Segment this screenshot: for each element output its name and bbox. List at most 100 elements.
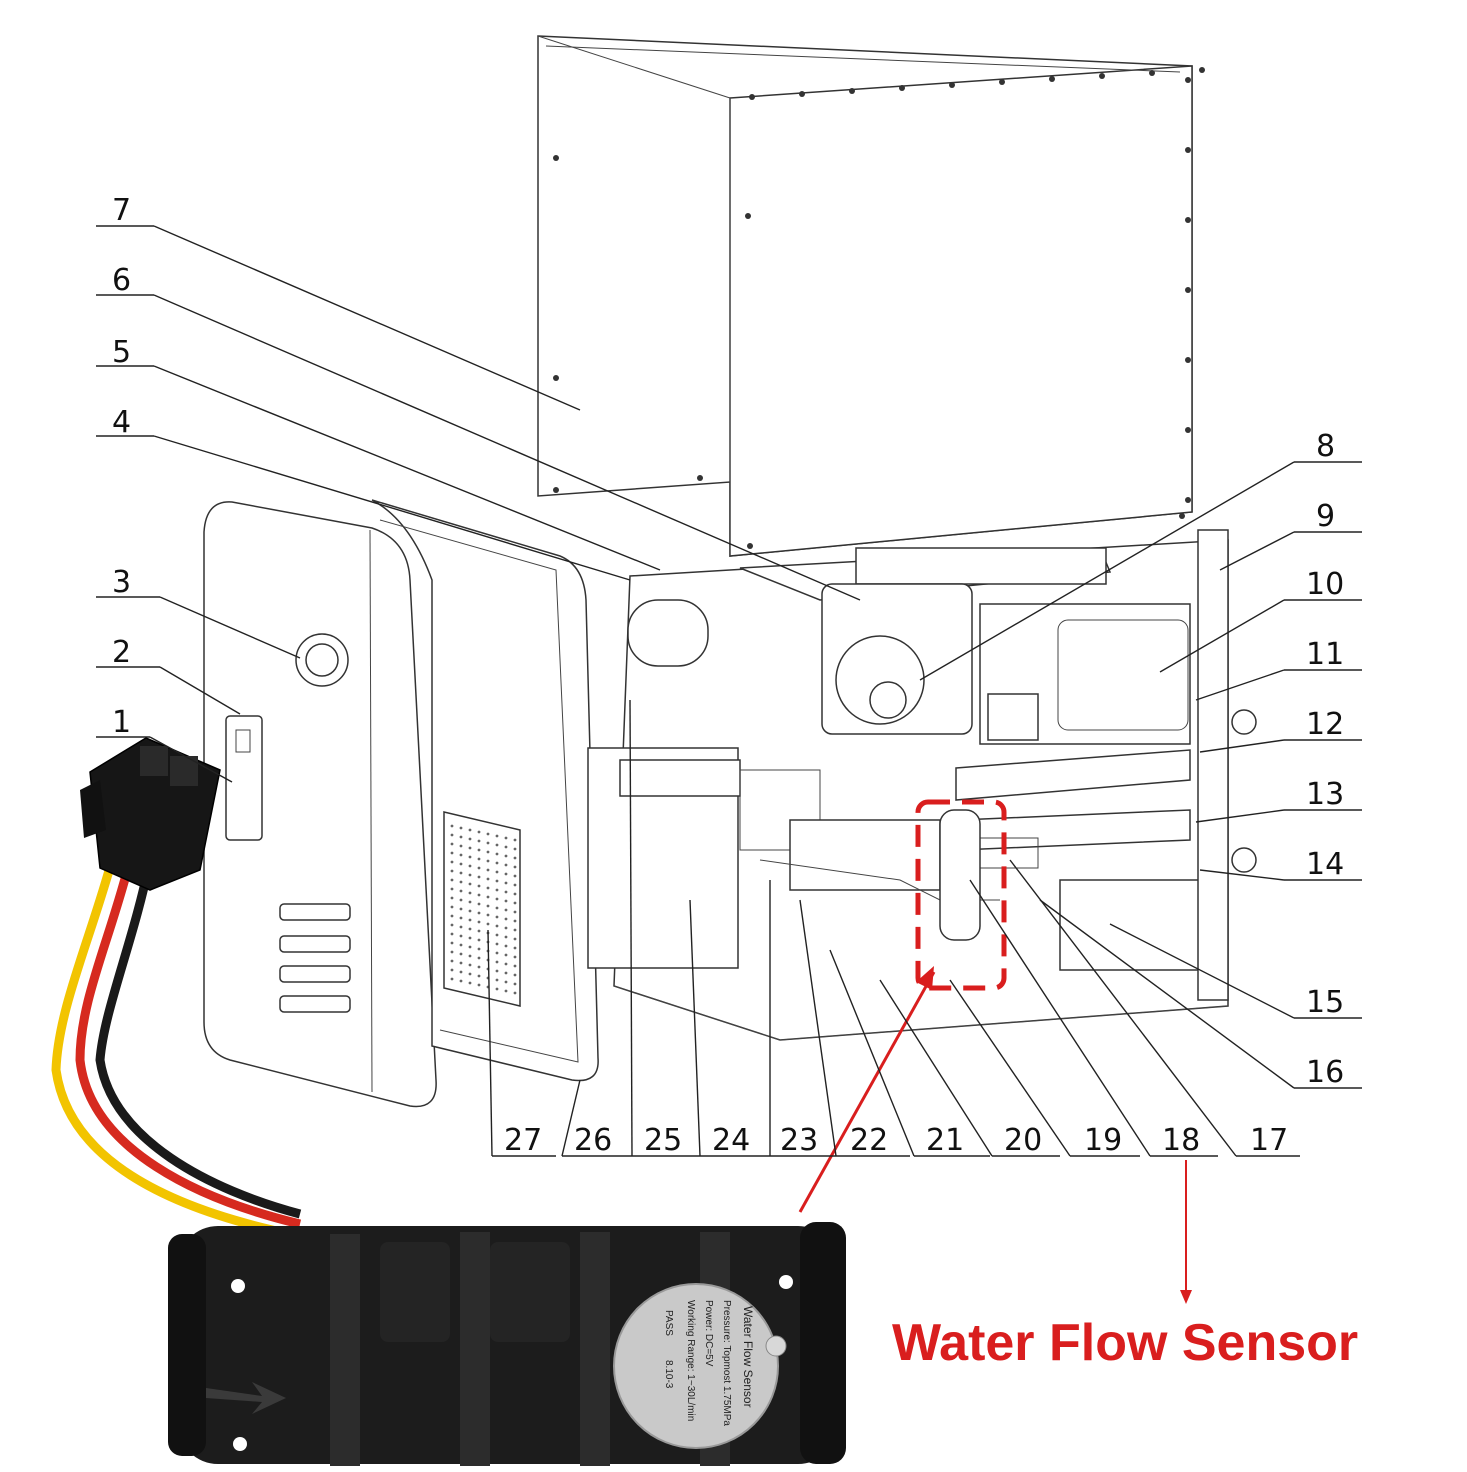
mesh-hole: [459, 889, 463, 893]
sensor-plate-line-3: Working Range: 1~30L/min: [685, 1300, 696, 1421]
mesh-hole: [468, 945, 472, 949]
mesh-hole: [495, 924, 499, 928]
mesh-hole: [486, 850, 490, 854]
mesh-hole: [468, 864, 472, 868]
mesh-hole: [513, 865, 517, 869]
callout-leader-2: [159, 666, 241, 715]
front-cover: [203, 501, 437, 1108]
mesh-hole: [486, 913, 490, 917]
sensor-plate-heading: Water Flow Sensor: [741, 1306, 755, 1408]
mesh-hole: [450, 878, 454, 882]
mesh-hole: [450, 842, 454, 846]
mesh-hole: [504, 854, 508, 858]
rivet: [697, 475, 703, 481]
sensor-plate-pass: PASS: [663, 1310, 674, 1336]
mesh-hole: [450, 869, 454, 873]
mesh-hole: [504, 872, 508, 876]
rivet: [899, 85, 905, 91]
rivet: [749, 94, 755, 100]
rivet: [1185, 357, 1191, 363]
mesh-hole: [504, 935, 508, 939]
mesh-hole: [450, 950, 454, 954]
mesh-hole: [504, 863, 508, 867]
mesh-hole: [477, 947, 481, 951]
mesh-hole: [486, 832, 490, 836]
mesh-hole: [513, 883, 517, 887]
rivet: [553, 487, 559, 493]
mesh-hole: [486, 886, 490, 890]
callout-label-18: 18: [1162, 1123, 1200, 1158]
callout-leader-22: [799, 899, 837, 1157]
mesh-hole: [495, 915, 499, 919]
mesh-hole: [513, 937, 517, 941]
rivet: [1149, 70, 1155, 76]
mesh-hole: [495, 978, 499, 982]
rivet: [949, 82, 955, 88]
vent-slots: [279, 903, 351, 1013]
callout-leader-6: [153, 294, 861, 601]
rivet: [1185, 287, 1191, 293]
mesh-hole: [513, 838, 517, 842]
rivet: [1179, 513, 1185, 519]
mesh-hole: [477, 902, 481, 906]
mesh-hole: [495, 933, 499, 937]
mesh-hole: [459, 907, 463, 911]
water-flow-sensor-title: Water Flow Sensor: [892, 1314, 1358, 1372]
mesh-hole: [486, 841, 490, 845]
mesh-hole: [504, 953, 508, 957]
mesh-hole: [459, 925, 463, 929]
callout-label-9: 9: [1316, 499, 1335, 534]
mesh-hole: [513, 946, 517, 950]
mesh-hole: [486, 922, 490, 926]
sensor-plate-text: Water Flow Sensor Pressure: Topmost 1.75…: [663, 1300, 755, 1426]
callout-label-16: 16: [1306, 1055, 1344, 1090]
callout-leader-11: [1195, 669, 1285, 701]
mesh-hole: [450, 914, 454, 918]
mesh-hole: [450, 905, 454, 909]
mesh-hole: [459, 916, 463, 920]
mesh-hole: [459, 934, 463, 938]
rivet: [799, 91, 805, 97]
callout-leader-25: [629, 699, 633, 1157]
callout-leader-17: [1009, 859, 1237, 1157]
mesh-hole: [468, 936, 472, 940]
connector-with-wires: [51, 737, 302, 1241]
mesh-hole: [459, 880, 463, 884]
mesh-hole: [513, 892, 517, 896]
callout-label-10: 10: [1306, 567, 1344, 602]
mesh-hole: [513, 919, 517, 923]
mesh-hole: [450, 932, 454, 936]
mesh-hole: [468, 918, 472, 922]
callout-label-3: 3: [112, 565, 131, 600]
mesh-hole: [495, 951, 499, 955]
rivet: [999, 79, 1005, 85]
mesh-hole: [459, 853, 463, 857]
mesh-hole: [504, 908, 508, 912]
callout-leader-13: [1195, 809, 1285, 823]
mesh-hole: [486, 868, 490, 872]
callout-label-27: 27: [504, 1123, 542, 1158]
mesh-hole: [504, 944, 508, 948]
callout-label-20: 20: [1004, 1123, 1042, 1158]
rivet: [849, 88, 855, 94]
mesh-hole: [468, 882, 472, 886]
callout-leader-18: [969, 879, 1151, 1157]
mesh-hole: [459, 898, 463, 902]
mesh-hole: [477, 839, 481, 843]
mesh-hole: [477, 911, 481, 915]
sensor-plate-code: 8.10-3: [663, 1360, 674, 1389]
mesh-hole: [486, 877, 490, 881]
mesh-hole: [450, 959, 454, 963]
callout-label-2: 2: [112, 635, 131, 670]
rivet: [553, 375, 559, 381]
mesh-hole: [486, 904, 490, 908]
mesh-hole: [459, 835, 463, 839]
mesh-hole: [468, 927, 472, 931]
mesh-hole: [450, 896, 454, 900]
callout-leader-14: [1199, 869, 1285, 881]
mesh-hole: [504, 917, 508, 921]
callout-label-4: 4: [112, 405, 131, 440]
rivet: [1099, 73, 1105, 79]
mesh-hole: [468, 846, 472, 850]
callout-leader-3: [159, 596, 301, 659]
